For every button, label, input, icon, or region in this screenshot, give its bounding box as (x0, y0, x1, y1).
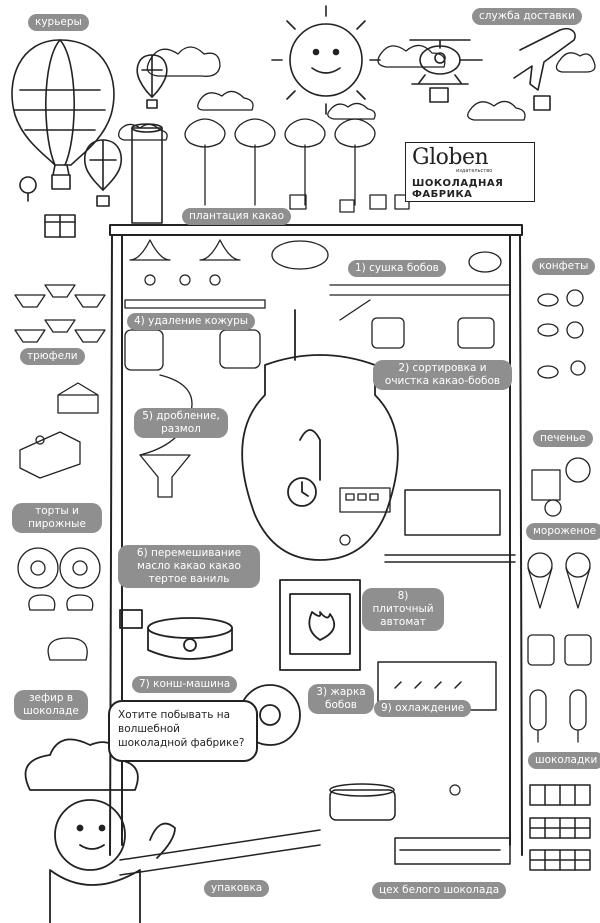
gift-box-icon (44, 214, 76, 238)
label-grinding: 5) дробление, размол (134, 408, 228, 438)
ice-cream-cones (527, 552, 592, 743)
label-couriers: курьеры (28, 14, 89, 31)
label-cookies: печенье (533, 430, 593, 447)
donuts (17, 547, 101, 589)
publisher-tagline: издательство (456, 168, 493, 174)
hot-air-balloon-big (11, 39, 115, 190)
publisher-logo: Globen издательство ШОКОЛАДНАЯ ФАБРИКА (405, 142, 535, 202)
peeling-shelf (124, 299, 266, 371)
chimney (131, 127, 163, 224)
cocoa-plantation (184, 118, 410, 213)
sun-icon (271, 5, 381, 115)
label-peeling: 4) удаление кожуры (127, 313, 256, 330)
cookies (531, 457, 591, 517)
hot-air-balloon-right (83, 139, 123, 207)
poster-title: ШОКОЛАДНАЯ ФАБРИКА (412, 178, 504, 200)
drying-station (129, 239, 511, 296)
chef-character (24, 738, 176, 923)
label-tiling: 8) плиточный автомат (362, 588, 444, 631)
label-mixing: 6) перемешивание масло какао какао терто… (118, 545, 260, 588)
label-chocolates: шоколадки (528, 752, 600, 769)
label-roasting: 3) жарка бобов (308, 684, 374, 714)
label-conche: 7) конш-машина (132, 676, 238, 693)
label-truffles: трюфели (20, 348, 85, 365)
clouds (118, 44, 596, 141)
cupcakes-row (14, 284, 106, 343)
grinder-tank (241, 309, 399, 561)
label-packing: упаковка (204, 880, 270, 897)
helicopter-icon (409, 39, 483, 103)
label-candies: конфеты (532, 258, 596, 275)
label-white-chocolate: цех белого шоколада (372, 882, 507, 899)
marshmallows (28, 594, 94, 661)
label-sorting: 2) сортировка и очистка какао-бобов (373, 360, 512, 390)
packing-rollers (119, 783, 511, 876)
sorting-bins (339, 299, 495, 349)
label-delivery: служба доставки (472, 8, 582, 25)
chocolate-bars (529, 784, 591, 871)
hot-air-balloon-small (136, 54, 168, 109)
label-cakes: торты и пирожные (12, 503, 102, 533)
roasting-oven (279, 579, 361, 671)
label-plantation: плантация какао (182, 208, 292, 225)
label-drying: 1) сушка бобов (348, 260, 446, 277)
label-marshmallow: зефир в шоколаде (14, 690, 88, 720)
airplane-icon (513, 27, 576, 111)
control-panel (339, 487, 391, 513)
label-cooling: 9) охлаждение (374, 700, 472, 717)
publisher-brand: Globen (412, 145, 489, 170)
label-ice-cream: мороженое (526, 523, 600, 540)
chef-speech-bubble: Хотите побывать на волшебной шоколадной … (108, 700, 258, 762)
cake-slice (19, 382, 99, 479)
candies (537, 289, 586, 379)
tiny-balloon (19, 176, 37, 202)
